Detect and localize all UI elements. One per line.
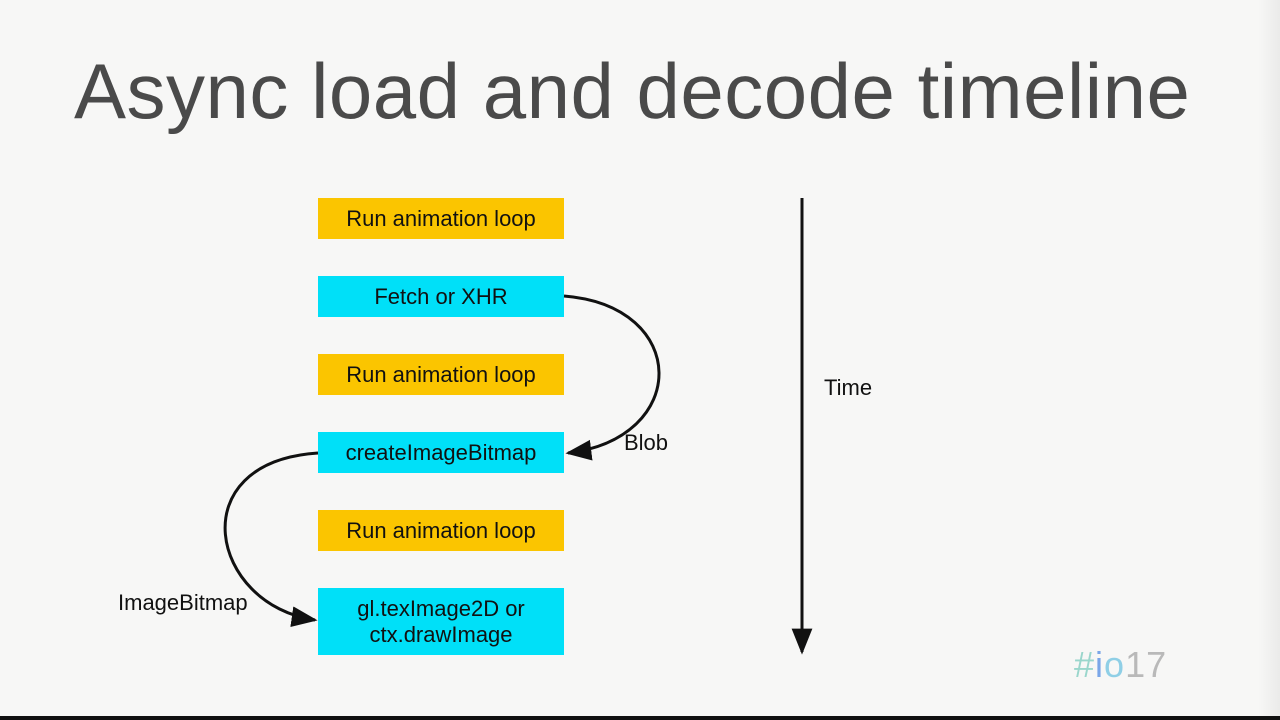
step-create-image-bitmap: createImageBitmap — [318, 432, 564, 473]
step-run-animation-loop-1: Run animation loop — [318, 198, 564, 239]
slide-title: Async load and decode timeline — [74, 47, 1191, 135]
step-draw-image: gl.texImage2D or ctx.drawImage — [318, 588, 564, 655]
step-run-animation-loop-3: Run animation loop — [318, 510, 564, 551]
arrow-blob — [563, 294, 661, 461]
bottom-border — [0, 716, 1280, 720]
step-fetch-or-xhr: Fetch or XHR — [318, 276, 564, 317]
image-bitmap-label: ImageBitmap — [118, 590, 248, 615]
io17-logo: #io17 — [1074, 644, 1168, 685]
step-run-animation-loop-2: Run animation loop — [318, 354, 564, 395]
blob-label: Blob — [624, 430, 669, 455]
edge-shade — [1258, 0, 1280, 720]
time-axis-label: Time — [824, 375, 873, 400]
arrow-image-bitmap — [223, 451, 319, 627]
